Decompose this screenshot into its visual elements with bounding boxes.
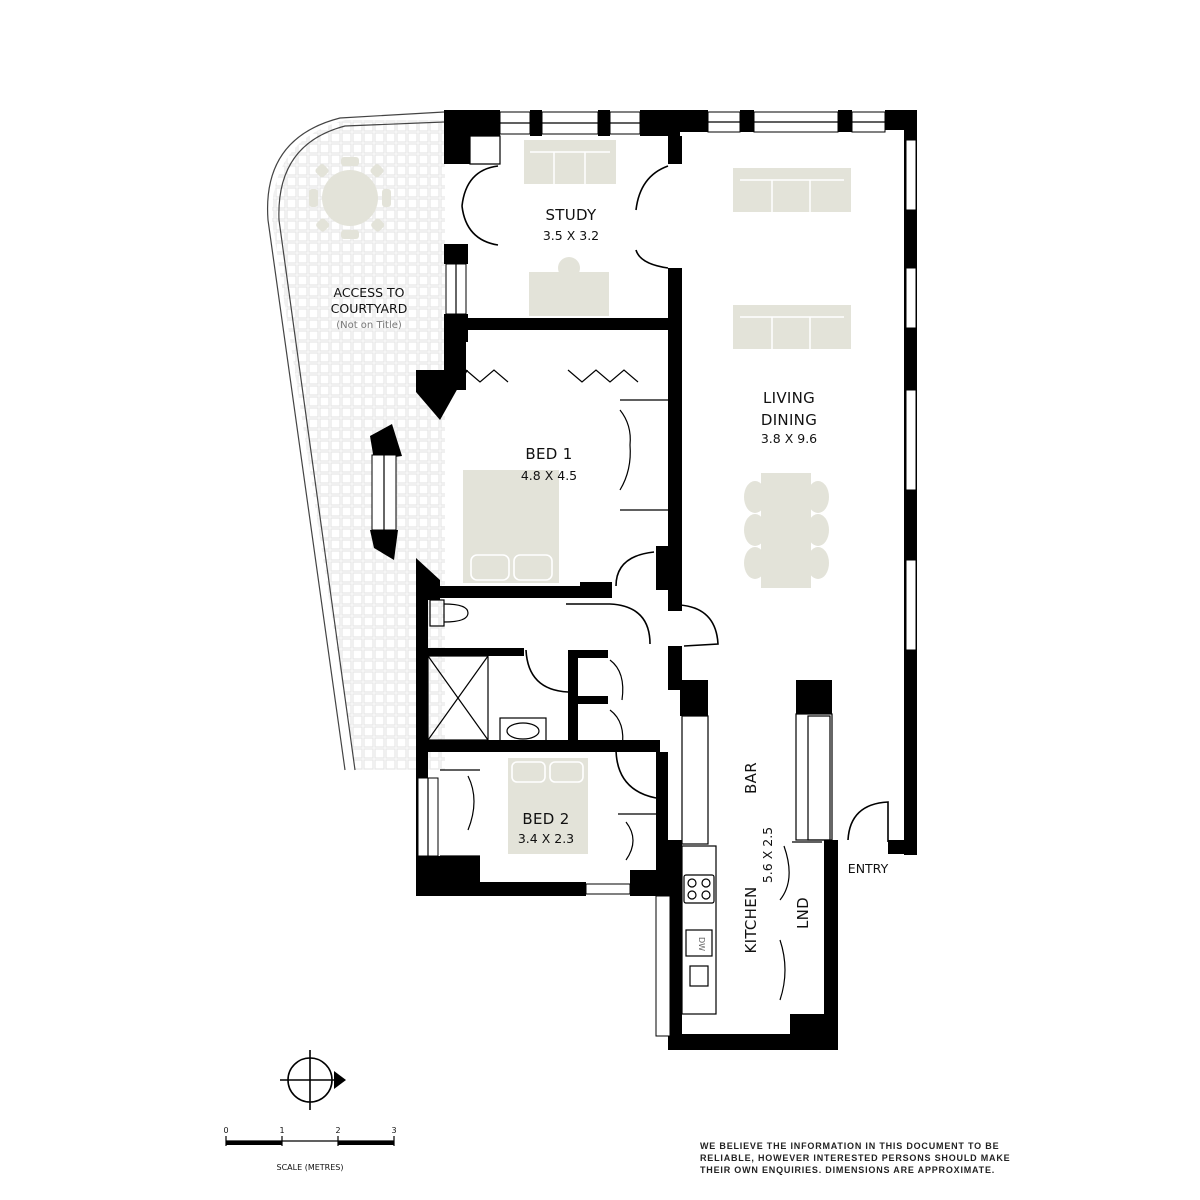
courtyard-label-2: COURTYARD [331,301,408,316]
disclaimer: WE BELIEVE THE INFORMATION IN THIS DOCUM… [700,1141,1010,1175]
living-sofa-1 [733,168,851,212]
living-sofa-2 [733,305,851,349]
bed-1-dims: 4.8 X 4.5 [521,468,577,483]
room-labels: ACCESS TO COURTYARD (Not on Title) STUDY… [331,206,889,954]
scale-tick-2: 2 [335,1126,340,1135]
living-label-1: LIVING [763,389,815,407]
dining-table [744,473,829,588]
disclaimer-line-1: WE BELIEVE THE INFORMATION IN THIS DOCUM… [700,1141,999,1151]
dishwasher-label: DW [697,937,706,951]
disclaimer-line-2: RELIABLE, HOWEVER INTERESTED PERSONS SHO… [700,1153,1010,1163]
bed-2-bed [508,758,588,854]
courtyard-area [266,111,445,771]
walls [370,110,917,1050]
living-dims: 3.8 X 9.6 [761,431,817,446]
kitchen-label: KITCHEN [742,886,760,953]
scale-tick-0: 0 [223,1126,228,1135]
bed-2-dims: 3.4 X 2.3 [518,831,574,846]
study-desk [529,257,609,316]
study-sofa [524,140,616,184]
disclaimer-line-3: THEIR OWN ENQUIRIES. DIMENSIONS ARE APPR… [700,1165,995,1175]
entry-label: ENTRY [848,861,889,876]
kitchen-counters [681,713,833,1015]
kitchen-dims: 5.6 X 2.5 [760,827,775,883]
scale-bar: 0 1 2 3 SCALE (METRES) [223,1126,396,1172]
scale-label: SCALE (METRES) [277,1163,344,1172]
laundry-label: LND [794,897,812,929]
north-arrow-icon [280,1050,346,1110]
furniture [463,140,851,854]
bar-label: BAR [742,762,760,794]
bed-2-label: BED 2 [522,810,569,828]
scale-tick-1: 1 [279,1126,284,1135]
bathroom-fixtures [427,599,547,743]
courtyard-note: (Not on Title) [336,320,402,331]
scale-tick-3: 3 [391,1126,396,1135]
bed-1-label: BED 1 [525,445,572,463]
courtyard-label-1: ACCESS TO [333,285,404,300]
study-dims: 3.5 X 3.2 [543,228,599,243]
bed-1-bed [463,470,559,583]
doors [440,135,889,1001]
windows [371,111,917,1037]
outdoor-table [309,157,391,239]
living-label-2: DINING [761,411,817,429]
study-label: STUDY [545,206,597,224]
